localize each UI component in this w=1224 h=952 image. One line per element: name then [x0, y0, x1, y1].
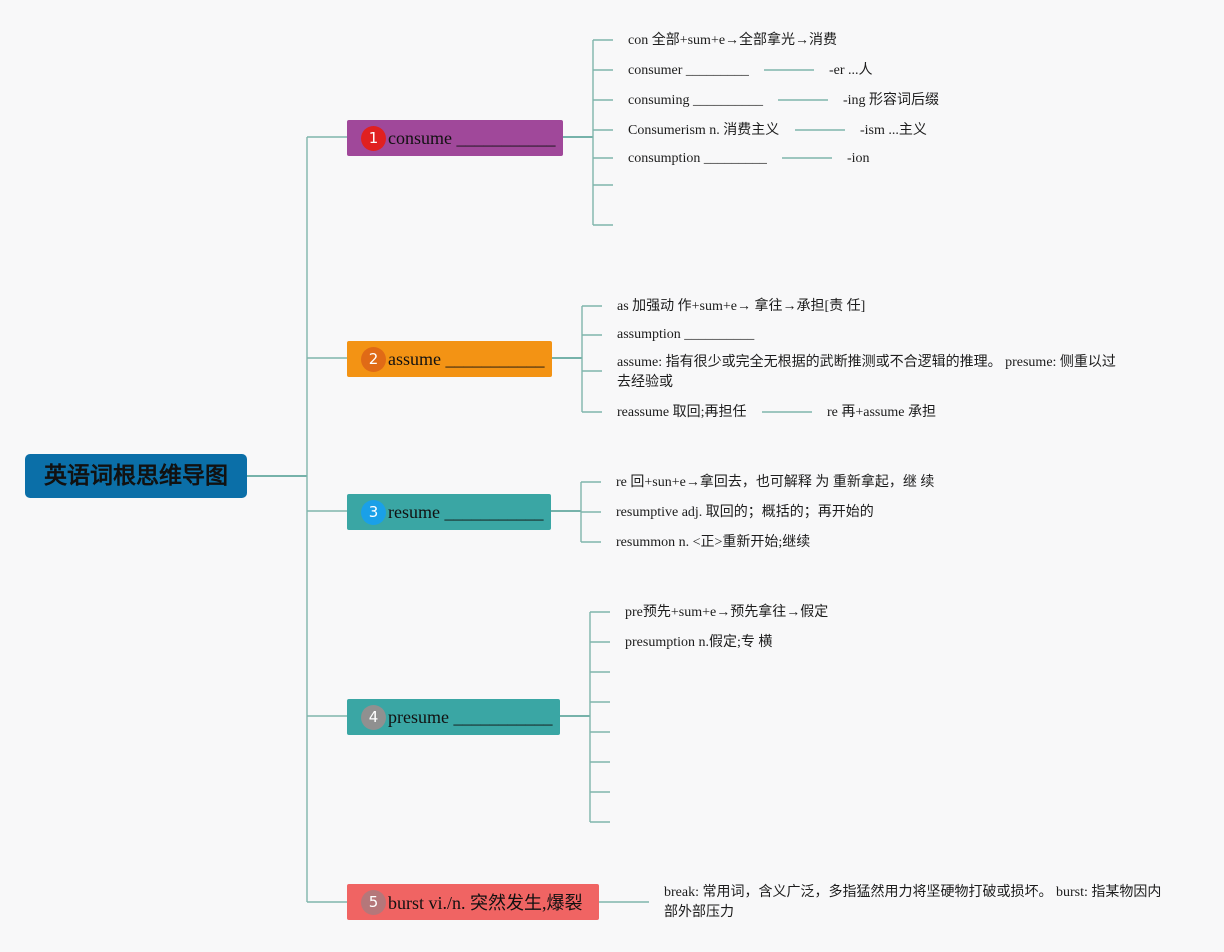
- branch-label: presume ___________: [388, 706, 553, 727]
- note-assume-vs-presume[interactable]: assume: 指有很少或完全无根据的武断推测或不合逻辑的推理。 presume…: [617, 355, 1116, 390]
- branch-consume[interactable]: 1 consume ___________: [347, 120, 563, 156]
- root-topic[interactable]: 英语词根思维导图: [25, 454, 247, 498]
- root-title: 英语词根思维导图: [44, 463, 228, 489]
- branch-label: consume ___________: [388, 127, 556, 148]
- number-badge-3: 3: [361, 499, 386, 525]
- note-presumption[interactable]: presumption n.假定;专 横: [625, 635, 773, 650]
- note-consumerism-suffix[interactable]: -ism ...主义: [860, 123, 927, 138]
- note-consume-etymology[interactable]: con 全部+sum+e→全部拿光→消费: [628, 33, 838, 48]
- number-badge-4: 4: [361, 704, 386, 730]
- note-consumption-suffix[interactable]: -ion: [847, 151, 870, 166]
- note-resumptive[interactable]: resumptive adj. 取回的；概括的；再开始的: [616, 505, 874, 520]
- note-consuming-suffix[interactable]: -ing 形容词后缀: [843, 93, 940, 108]
- branch-burst[interactable]: 5 burst vi./n. 突然发生,爆裂: [347, 884, 599, 920]
- number-badge-2: 2: [361, 346, 386, 372]
- note-consumerism[interactable]: Consumerism n. 消费主义: [628, 123, 780, 138]
- note-assume-etymology[interactable]: as 加强动 作+sum+e→ 拿往→承担[责 任]: [617, 299, 866, 314]
- branch-label: resume ___________: [388, 501, 544, 522]
- note-break-vs-burst[interactable]: break: 常用词，含义广泛，多指猛然用力将坚硬物打破或损坏。 burst: …: [664, 885, 1162, 920]
- note-presume-etymology[interactable]: pre预先+sum+e→预先拿往→假定: [625, 605, 829, 620]
- branch-assume[interactable]: 2 assume ___________: [347, 341, 552, 377]
- number-badge-1: 1: [361, 125, 386, 151]
- note-consumer[interactable]: consumer _________: [628, 63, 749, 78]
- branch-label: assume ___________: [388, 348, 545, 369]
- note-consumer-suffix[interactable]: -er ...人: [829, 63, 873, 78]
- note-resummon[interactable]: resummon n. <正>重新开始;继续: [616, 535, 811, 550]
- note-reassume-detail[interactable]: re 再+assume 承担: [827, 405, 936, 420]
- note-consuming[interactable]: consuming __________: [628, 93, 763, 108]
- branch-resume[interactable]: 3 resume ___________: [347, 494, 551, 530]
- note-reassume[interactable]: reassume 取回;再担任: [617, 405, 747, 420]
- branch-label: burst vi./n. 突然发生,爆裂: [388, 893, 583, 913]
- note-assumption[interactable]: assumption __________: [617, 327, 755, 342]
- branch-presume[interactable]: 4 presume ___________: [347, 699, 560, 735]
- note-consumption[interactable]: consumption _________: [628, 151, 767, 166]
- note-resume-etymology[interactable]: re 回+sun+e→拿回去，也可解释 为 重新拿起，继 续: [616, 475, 935, 490]
- number-badge-5: 5: [361, 889, 386, 915]
